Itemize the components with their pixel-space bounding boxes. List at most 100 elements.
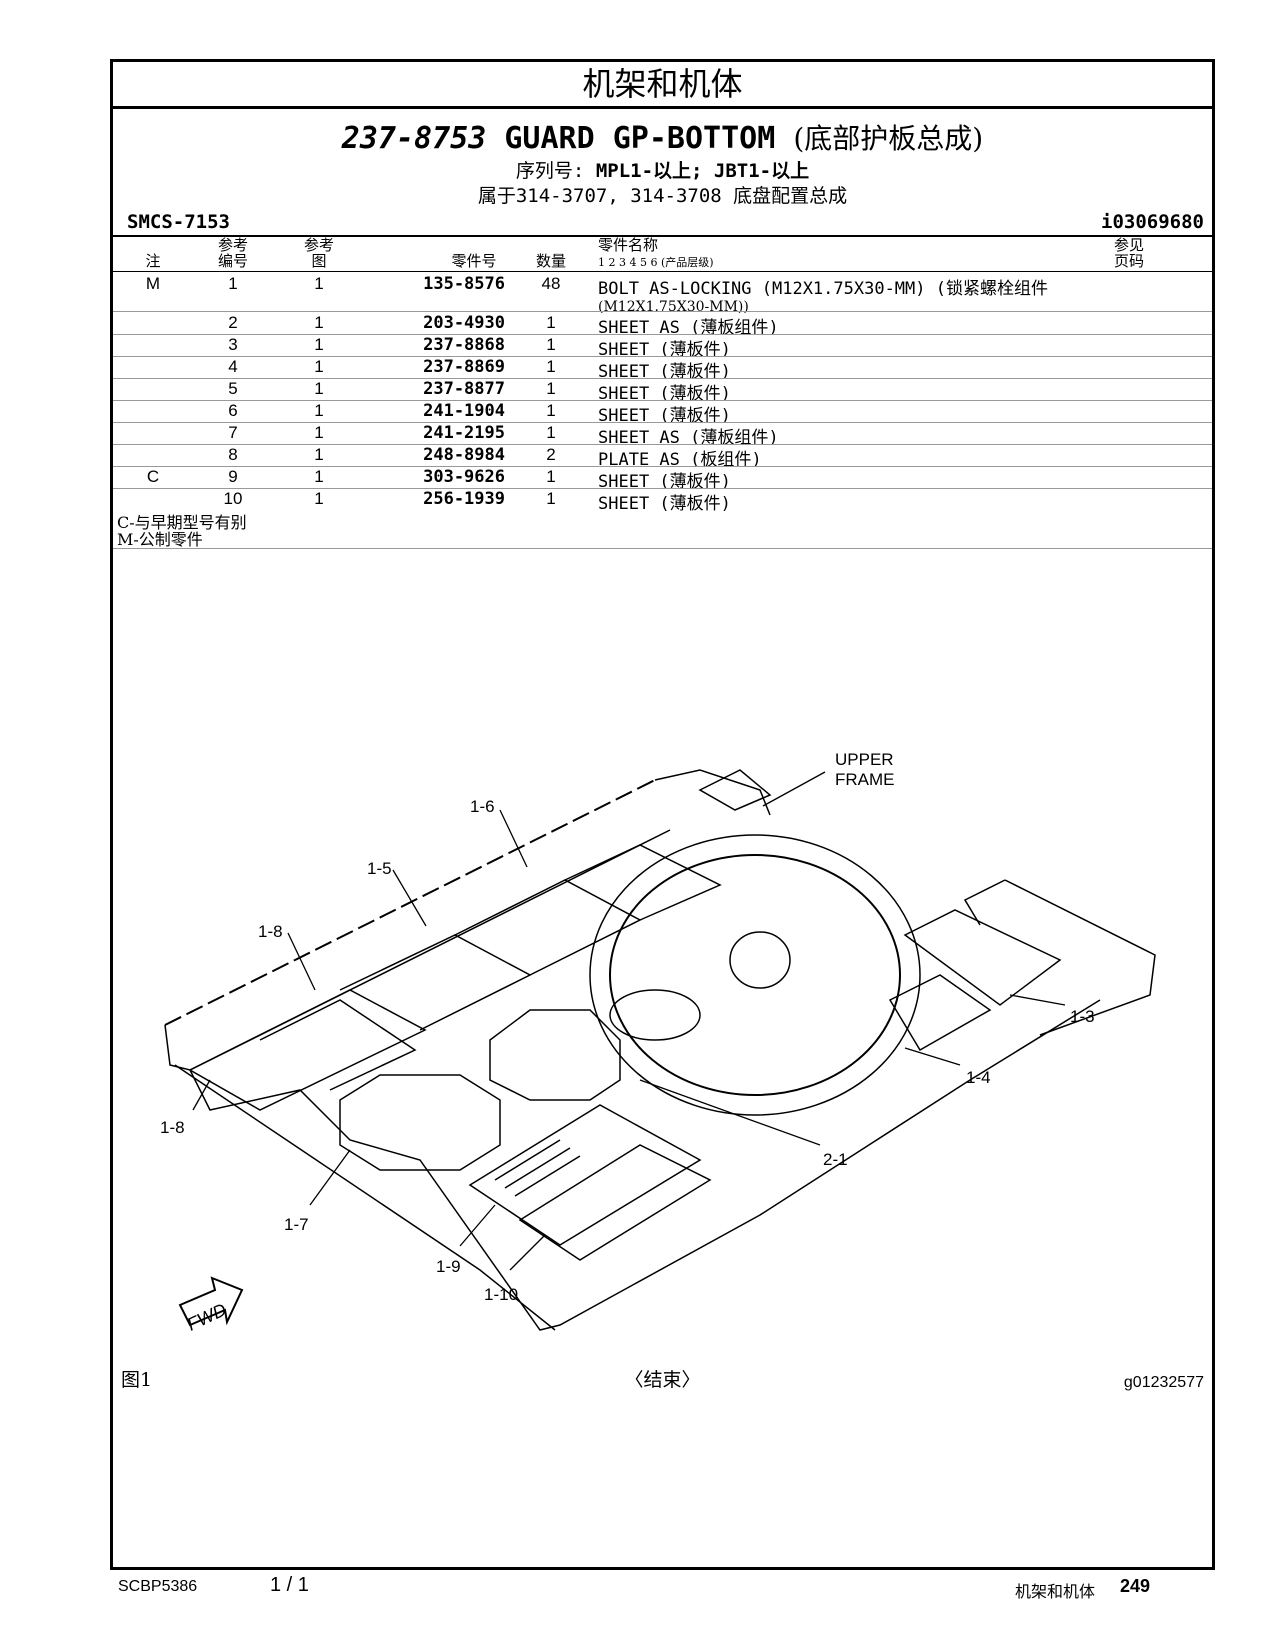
- callout-1-5: 1-5: [367, 859, 392, 878]
- callout-1-8-a: 1-8: [258, 922, 283, 941]
- part-number-cell: 135-8576: [423, 274, 505, 294]
- leader-1-4: [904, 1047, 961, 1066]
- part-title: 237-8753 GUARD GP-BOTTOM (底部护板总成): [113, 117, 1212, 157]
- upper-frame-label-2: FRAME: [835, 770, 895, 789]
- row-rule: [113, 488, 1212, 489]
- part-number-cell: 241-1904: [423, 401, 505, 421]
- col-header-part-name: 零件名称: [598, 236, 659, 254]
- part-name: PLATE AS (板组件): [598, 450, 762, 470]
- note-c: C-与早期型号有别: [117, 513, 247, 532]
- quantity-cell: 1: [546, 489, 556, 508]
- row-rule: [113, 422, 1212, 423]
- part-number-cell: 237-8869: [423, 357, 505, 377]
- serial-value: MPL1-以上; JBT1-以上: [595, 160, 810, 182]
- part-name-cell: SHEET (薄板件): [598, 379, 1158, 404]
- notes-rule: [113, 548, 1212, 549]
- part-name-cell: SHEET (薄板件): [598, 467, 1158, 492]
- ref-number-cell: 9: [228, 467, 238, 486]
- callout-1-10: 1-10: [484, 1285, 518, 1304]
- part-name-cell: SHEET AS (薄板组件): [598, 423, 1158, 448]
- fwd-label: FWD: [184, 1299, 230, 1334]
- belongs-to: 属于314-3707, 314-3708 底盘配置总成: [477, 185, 848, 207]
- end-label: 〈结束〉: [624, 1369, 701, 1391]
- col-header-part-no: 零件号: [451, 252, 497, 270]
- ref-figure-cell: 1: [314, 357, 324, 376]
- callout-1-4: 1-4: [966, 1068, 991, 1087]
- leader-1-6: [499, 809, 528, 868]
- quantity-cell: 1: [546, 401, 556, 420]
- leader-1-7: [309, 1149, 351, 1206]
- leader-1-5: [392, 869, 427, 927]
- part-number-cell: 256-1939: [423, 489, 505, 509]
- note-cell: M: [145, 274, 161, 293]
- quantity-cell: 1: [546, 467, 556, 486]
- leader-1-10: [509, 1234, 546, 1271]
- quantity-cell: 1: [546, 357, 556, 376]
- footer-page-of: 1 / 1: [270, 1574, 309, 1596]
- ref-number-cell: 10: [223, 489, 243, 508]
- part-name: SHEET (薄板件): [598, 362, 731, 382]
- callout-1-7: 1-7: [284, 1215, 309, 1234]
- row-rule: [113, 400, 1212, 401]
- graphic-id: g01232577: [1123, 1374, 1204, 1391]
- serial-line: 序列号: MPL1-以上; JBT1-以上: [113, 156, 1212, 183]
- ref-figure-cell: 1: [314, 467, 324, 486]
- assembly-name-en: GUARD GP-BOTTOM: [504, 121, 776, 156]
- part-number-cell: 237-8877: [423, 379, 505, 399]
- ref-number-cell: 8: [228, 445, 238, 464]
- row-rule: [113, 466, 1212, 467]
- smcs-code: SMCS-7153: [127, 211, 230, 233]
- part-name: SHEET (薄板件): [598, 472, 731, 492]
- notes: C-与早期型号有别 M-公制零件: [117, 514, 247, 548]
- col-header-qty: 数量: [535, 252, 566, 270]
- col-header-levels: 1 2 3 4 5 6 (产品层级): [598, 256, 714, 269]
- leader-1-8a: [287, 932, 316, 991]
- row-rule: [113, 378, 1212, 379]
- part-number-cell: 248-8984: [423, 445, 505, 465]
- part-name-cell: SHEET AS (薄板组件): [598, 313, 1158, 338]
- leader-1-9: [459, 1204, 496, 1247]
- part-name-cell: SHEET (薄板件): [598, 335, 1158, 360]
- quantity-cell: 48: [541, 274, 561, 293]
- part-name: SHEET (薄板件): [598, 406, 731, 426]
- part-name-cell: SHEET (薄板件): [598, 401, 1158, 426]
- ref-number-cell: 6: [228, 401, 238, 420]
- serial-label: 序列号:: [515, 160, 585, 182]
- page-frame: 机架和机体 237-8753 GUARD GP-BOTTOM (底部护板总成) …: [110, 59, 1215, 1570]
- row-rule: [113, 356, 1212, 357]
- row-rule: [113, 444, 1212, 445]
- table-row: 8 1 248-8984 2 PLATE AS (板组件): [113, 445, 1212, 470]
- ref-number-cell: 1: [228, 274, 238, 293]
- header: 237-8753 GUARD GP-BOTTOM (底部护板总成) 序列号: M…: [113, 109, 1212, 299]
- part-number-cell: 203-4930: [423, 313, 505, 333]
- part-number-cell: 237-8868: [423, 335, 505, 355]
- col-header-see-page: 参见 页码: [1113, 236, 1144, 270]
- footer-page-number: 249: [1120, 1576, 1151, 1596]
- callout-1-6: 1-6: [470, 797, 495, 816]
- quantity-cell: 1: [546, 423, 556, 442]
- ref-figure-cell: 1: [314, 423, 324, 442]
- note-m: M-公制零件: [117, 530, 203, 549]
- callout-1-9: 1-9: [436, 1257, 461, 1276]
- header-rule: [113, 271, 1212, 272]
- ref-number-cell: 2: [228, 313, 238, 332]
- ref-figure-cell: 1: [314, 401, 324, 420]
- ref-figure-cell: 1: [314, 274, 324, 293]
- col-header-note: 注: [145, 252, 161, 270]
- assembly-name-cn: (底部护板总成): [793, 122, 984, 155]
- quantity-cell: 2: [546, 445, 556, 464]
- ref-number-cell: 5: [228, 379, 238, 398]
- part-name-cell: SHEET (薄板件): [598, 357, 1158, 382]
- row-rule: [113, 311, 1212, 312]
- assembly-part-number: 237-8753: [341, 121, 487, 156]
- callout-1-3: 1-3: [1070, 1007, 1095, 1026]
- ref-figure-cell: 1: [314, 335, 324, 354]
- note-cell: C: [146, 467, 160, 486]
- ref-figure-cell: 1: [314, 445, 324, 464]
- part-name: SHEET AS (薄板组件): [598, 318, 779, 338]
- part-name: SHEET AS (薄板组件): [598, 428, 779, 448]
